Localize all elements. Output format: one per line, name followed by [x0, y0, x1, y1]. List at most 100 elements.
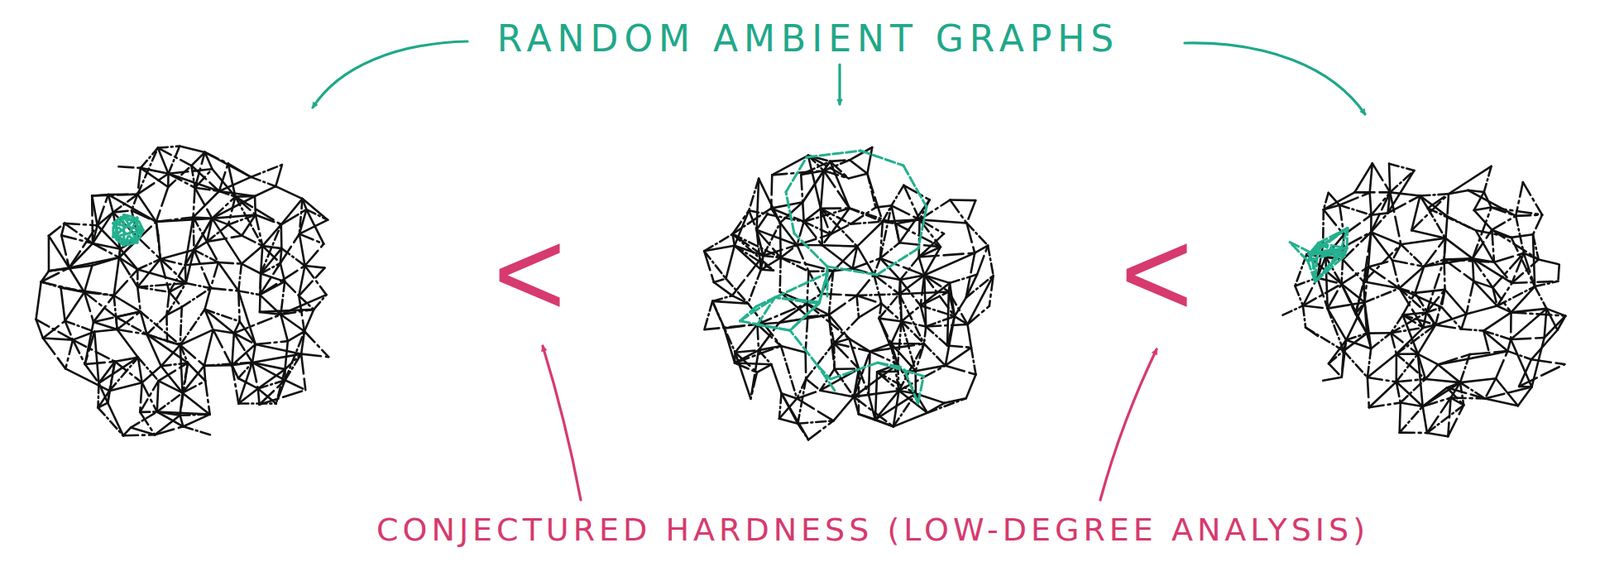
graph-edge: [850, 221, 883, 225]
graph-edge: [820, 206, 850, 210]
graph-edge: [161, 365, 183, 393]
graph-edge: [920, 305, 955, 317]
graph-edge: [1327, 308, 1344, 351]
graph-edge: [1302, 305, 1328, 308]
graph-edge: [797, 423, 809, 440]
graph-edge: [880, 242, 900, 259]
planted-edge: [1289, 242, 1313, 254]
graph-edge: [920, 305, 927, 326]
graph-edge: [758, 178, 781, 223]
graph-edge: [304, 309, 314, 331]
pointer-arrow: [312, 41, 468, 108]
graph-edge: [1387, 196, 1420, 214]
graph-edge: [298, 295, 305, 331]
graph-edge: [875, 371, 877, 419]
graph-edge: [1473, 281, 1497, 307]
graph-edge: [735, 324, 758, 353]
graph-edge: [833, 317, 859, 344]
graph-edge: [920, 291, 949, 306]
comparison-sign: <: [493, 210, 566, 336]
graph-edge: [1444, 259, 1475, 282]
graph-edge: [139, 380, 159, 412]
graph-edge: [94, 329, 117, 332]
graph-edge: [65, 292, 85, 321]
graph-edge: [1414, 266, 1424, 293]
graph-edge: [1422, 406, 1428, 433]
graph-edge: [298, 268, 325, 297]
planted-edge: [785, 191, 795, 234]
graph-edge: [947, 345, 972, 348]
graph-edge: [944, 397, 967, 403]
graph-edge: [919, 219, 968, 223]
graph-edge: [47, 235, 51, 272]
graph-edge: [168, 168, 213, 174]
graph-edge: [849, 159, 868, 173]
graph-edge: [1283, 305, 1303, 315]
graph-edge: [41, 267, 70, 282]
graph-edge: [852, 246, 858, 269]
graph-edge: [1507, 339, 1511, 351]
graph-edge: [228, 163, 252, 178]
graph-edge: [219, 177, 251, 192]
graph-edge: [828, 314, 835, 369]
graph-edge: [828, 314, 849, 339]
graph-edge: [1435, 313, 1466, 325]
graph-edge: [800, 174, 803, 202]
graph-edge: [1437, 354, 1490, 365]
graph-edge: [1472, 258, 1474, 281]
graph-edge: [166, 306, 182, 316]
graph-edge: [1341, 259, 1344, 284]
graph-edge: [187, 362, 206, 381]
graph-edge: [901, 320, 925, 344]
graph-edge: [867, 147, 872, 174]
graph-edge: [891, 205, 920, 220]
graph-edge: [1474, 207, 1492, 211]
graph-edge: [954, 297, 967, 317]
graph-edge: [241, 263, 261, 274]
graph-edge: [704, 250, 726, 278]
graph-edge: [924, 274, 949, 292]
graph-edge: [1483, 330, 1508, 351]
graph-edge: [1460, 382, 1486, 398]
graph-edge: [756, 364, 772, 373]
graph-edge: [873, 274, 900, 295]
graph-edge: [1425, 364, 1438, 379]
graph-edge: [186, 282, 211, 288]
graph-edge: [808, 155, 849, 179]
graph-edge: [1465, 281, 1474, 315]
graph-edge: [823, 170, 850, 208]
graph-edge: [1518, 386, 1533, 406]
graph-edge: [1305, 327, 1344, 351]
graph-edge: [1444, 238, 1446, 260]
graph-edge: [93, 321, 118, 330]
graph-edge: [1339, 205, 1371, 216]
graph-edge: [880, 258, 925, 275]
graph-edge: [1557, 263, 1559, 281]
graph-edge: [925, 324, 968, 326]
graph-edge: [210, 287, 239, 291]
graph-edge: [857, 295, 882, 304]
graph-edge: [1472, 229, 1492, 259]
graph-edge: [704, 324, 757, 330]
graph-edge: [895, 223, 900, 243]
graph-edge: [276, 368, 286, 403]
graph-edge: [1497, 286, 1535, 306]
graph-edge: [823, 159, 850, 171]
graph-edge: [796, 244, 822, 247]
graph-edge: [1515, 182, 1524, 216]
graph-edge: [253, 196, 257, 215]
graph-edge: [183, 264, 187, 283]
graph-edge: [830, 224, 851, 235]
graph-edge: [241, 245, 263, 264]
graph-edge: [204, 362, 253, 366]
graph-edge: [1389, 191, 1420, 196]
graph-edge: [1465, 306, 1497, 315]
graph-edge: [1399, 431, 1428, 434]
graph-edge: [967, 275, 994, 325]
graph-edge: [732, 295, 748, 304]
graph-edge: [734, 210, 749, 245]
graph-edge: [205, 309, 235, 334]
graph-edge: [285, 354, 302, 381]
graph-edge: [948, 291, 968, 325]
graph-edge: [85, 361, 115, 365]
